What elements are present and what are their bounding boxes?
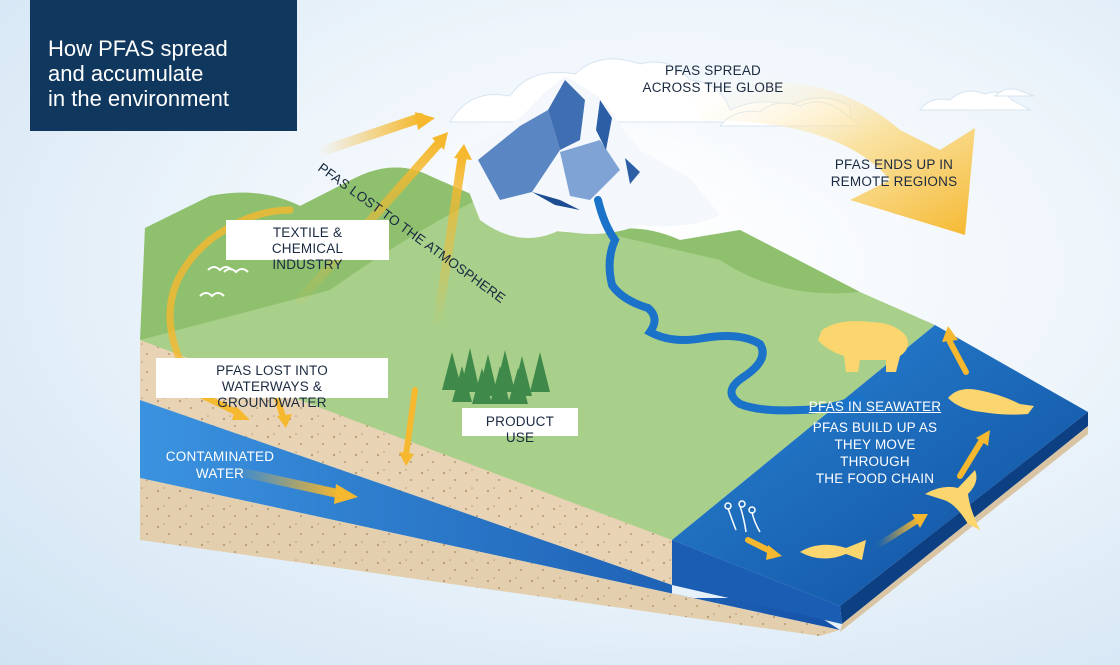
title-line: How PFAS spread — [48, 36, 228, 61]
seabird-icon — [925, 470, 980, 530]
mountain-icon — [455, 76, 720, 238]
title-line: and accumulate — [48, 61, 204, 86]
remote-regions-label: PFAS ENDS UP IN REMOTE REGIONS — [830, 157, 958, 189]
waterways-label: PFAS LOST INTO WATERWAYS & GROUNDWATER — [156, 358, 388, 410]
global-spread-arrow — [690, 81, 975, 235]
seawater-label: PFAS IN SEAWATER PFAS BUILD UP AS THEY M… — [800, 398, 950, 487]
product-use-label: PRODUCT USE — [462, 408, 578, 445]
bird-icon — [199, 266, 249, 298]
seawater-heading: PFAS IN SEAWATER — [808, 399, 942, 414]
spread-globe-label: PFAS SPREAD ACROSS THE GLOBE — [642, 63, 784, 95]
tree-icon — [442, 348, 550, 404]
river — [594, 196, 864, 415]
textile-industry-label: TEXTILE & CHEMICAL INDUSTRY — [226, 220, 389, 272]
polar-bear-icon — [818, 321, 908, 372]
title-line: in the environment — [48, 86, 229, 111]
title-box: How PFAS spread and accumulate in the en… — [30, 0, 297, 131]
plankton-icon — [724, 500, 761, 533]
contaminated-water-label: CONTAMINATED WATER — [165, 449, 275, 481]
seal-icon — [948, 389, 1034, 415]
fish-icon — [800, 540, 866, 560]
